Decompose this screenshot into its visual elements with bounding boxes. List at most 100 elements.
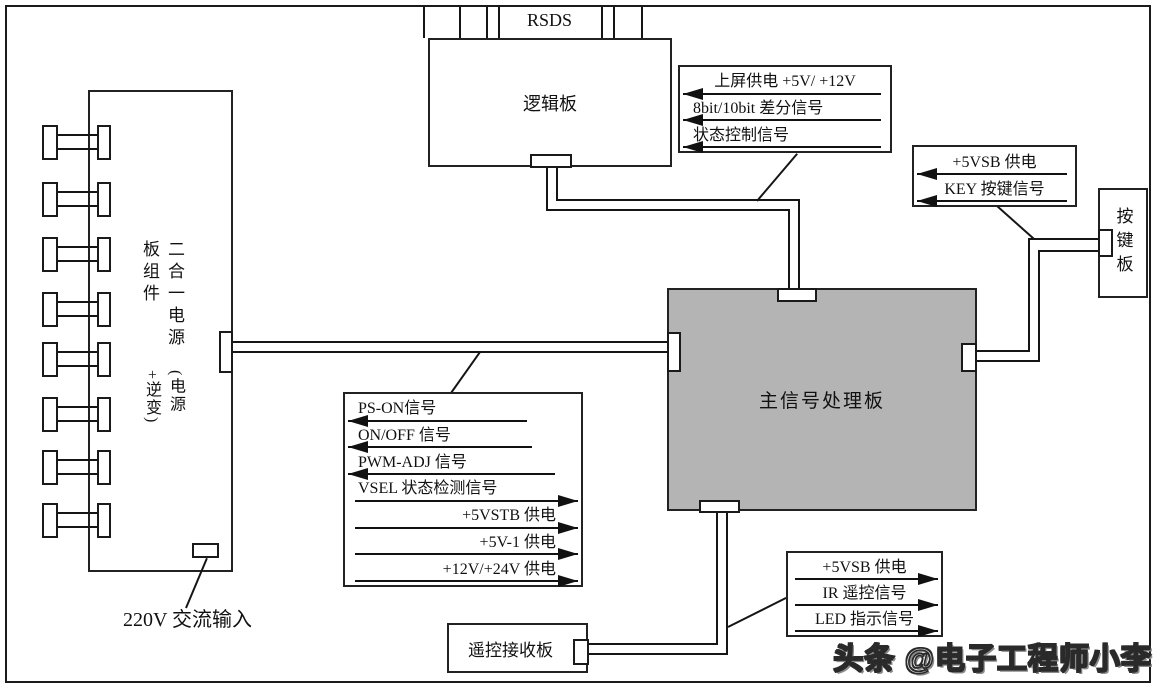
- wire-segment: [788, 209, 790, 291]
- arrowhead-right-icon: [558, 548, 578, 561]
- lamp-wire: [48, 205, 104, 207]
- lamp-connector-outer: [42, 125, 58, 160]
- arrowhead-left-icon: [917, 195, 937, 207]
- main-board-top-connector: [777, 288, 817, 302]
- panel-stub-line: [601, 7, 603, 38]
- lamp-connector-outer: [42, 292, 58, 327]
- wire-segment: [1038, 250, 1100, 252]
- lamp-connector-inner: [97, 237, 111, 272]
- panel-stub-line: [498, 7, 500, 38]
- power-board-right-connector: [219, 331, 233, 373]
- lamp-connector-inner: [97, 342, 111, 377]
- wire-segment: [556, 166, 558, 201]
- wire-segment: [231, 341, 669, 343]
- signal-row: LED 指示信号: [791, 606, 938, 637]
- wire-segment: [1028, 238, 1100, 240]
- power-board-label-sub: (电源+逆变): [143, 369, 184, 425]
- arrowhead-left-icon: [348, 414, 368, 427]
- signal-box-main-remote: +5VSB 供电 IR 遥控信号 LED 指示信号: [786, 551, 943, 637]
- signal-arrow-line: [795, 599, 938, 611]
- signal-arrow-line: [354, 548, 578, 561]
- signal-label: +5VSB 供电: [822, 558, 907, 576]
- signal-arrow-line: [683, 114, 881, 127]
- signal-label: +12V/+24V 供电: [442, 560, 556, 578]
- arrowhead-left-icon: [917, 168, 937, 180]
- lamp-wire: [48, 459, 104, 461]
- lamp-connector-inner: [97, 503, 111, 538]
- signal-label: PS-ON信号: [358, 400, 437, 418]
- wire-segment: [546, 166, 548, 211]
- lamp-wire: [48, 420, 104, 422]
- power-board-label-main: 二合一电源板组件: [140, 240, 184, 350]
- remote-receiver-board-label: 遥控接收板: [468, 640, 553, 660]
- arrowhead-right-icon: [558, 521, 578, 534]
- lamp-connector-outer: [42, 397, 58, 432]
- remote-board-connector: [573, 639, 589, 665]
- wire-segment: [973, 360, 1040, 362]
- signal-arrow-line: [683, 141, 881, 154]
- signal-arrow-line: [917, 195, 1068, 207]
- lamp-wire: [48, 191, 104, 193]
- signal-arrow-line: [354, 494, 578, 507]
- arrowhead-right-icon: [918, 599, 938, 611]
- signal-row: 8bit/10bit 差分信号: [683, 95, 887, 127]
- remote-receiver-board: 遥控接收板: [447, 623, 588, 673]
- signal-label: VSEL 状态检测信号: [358, 480, 498, 498]
- signal-row: +12V/+24V 供电: [348, 555, 578, 588]
- arrowhead-left-icon: [683, 141, 703, 154]
- signal-label: 状态控制信号: [693, 126, 790, 144]
- signal-arrow-line: [348, 414, 528, 427]
- signal-row: PS-ON信号: [348, 395, 578, 427]
- lamp-wire: [48, 315, 104, 317]
- wire-segment: [798, 199, 800, 291]
- arrowhead-left-icon: [348, 441, 368, 454]
- arrowhead-right-icon: [918, 625, 938, 637]
- power-board: [88, 90, 233, 572]
- lamp-connector-inner: [97, 292, 111, 327]
- diagram-frame: [5, 5, 1151, 683]
- signal-label: PWM-ADJ 信号: [358, 453, 467, 471]
- signal-row: +5VSB 供电: [791, 554, 938, 585]
- wire-segment: [973, 350, 1030, 352]
- signal-label: IR 遥控信号: [822, 584, 907, 602]
- signal-arrow-line: [917, 168, 1068, 180]
- signal-label: 8bit/10bit 差分信号: [693, 99, 824, 117]
- signal-row: +5VSTB 供电: [348, 502, 578, 534]
- signal-label: KEY 按键信号: [944, 180, 1045, 198]
- lamp-wire: [48, 406, 104, 408]
- signal-arrow-line: [348, 468, 555, 481]
- lamp-wire: [48, 351, 104, 353]
- signal-row: PWM-ADJ 信号: [348, 448, 578, 481]
- lamp-connector-outer: [42, 450, 58, 485]
- lamp-wire: [48, 260, 104, 262]
- signal-row: +5V-1 供电: [348, 529, 578, 561]
- signal-label: LED 指示信号: [814, 610, 915, 628]
- lamp-wire: [48, 246, 104, 248]
- signal-label: +5V-1 供电: [479, 533, 556, 551]
- wire-segment: [1038, 250, 1040, 362]
- main-board-left-connector: [667, 332, 681, 372]
- arrowhead-right-icon: [558, 494, 578, 507]
- lamp-wire: [48, 301, 104, 303]
- arrowhead-right-icon: [558, 575, 578, 588]
- lamp-wire: [48, 365, 104, 367]
- wire-segment: [585, 643, 718, 645]
- signal-row: IR 遥控信号: [791, 580, 938, 611]
- lamp-wire: [48, 512, 104, 514]
- lamp-connector-outer: [42, 182, 58, 217]
- signal-arrow-line: [348, 441, 532, 454]
- panel-stub-line: [459, 7, 461, 38]
- panel-stub-line: [641, 7, 643, 38]
- lamp-connector-inner: [97, 450, 111, 485]
- main-board-bottom-connector: [699, 500, 740, 513]
- lamp-wire: [48, 134, 104, 136]
- power-board-label: 二合一电源板组件 (电源+逆变): [137, 240, 187, 440]
- signal-label: 上屏供电 +5V/ +12V: [714, 73, 856, 91]
- signal-row: +5VSB 供电: [917, 148, 1072, 180]
- wire-segment: [556, 199, 800, 201]
- lamp-wire: [48, 148, 104, 150]
- lamp-connector-inner: [97, 125, 111, 160]
- signal-row: KEY 按键信号: [917, 175, 1072, 207]
